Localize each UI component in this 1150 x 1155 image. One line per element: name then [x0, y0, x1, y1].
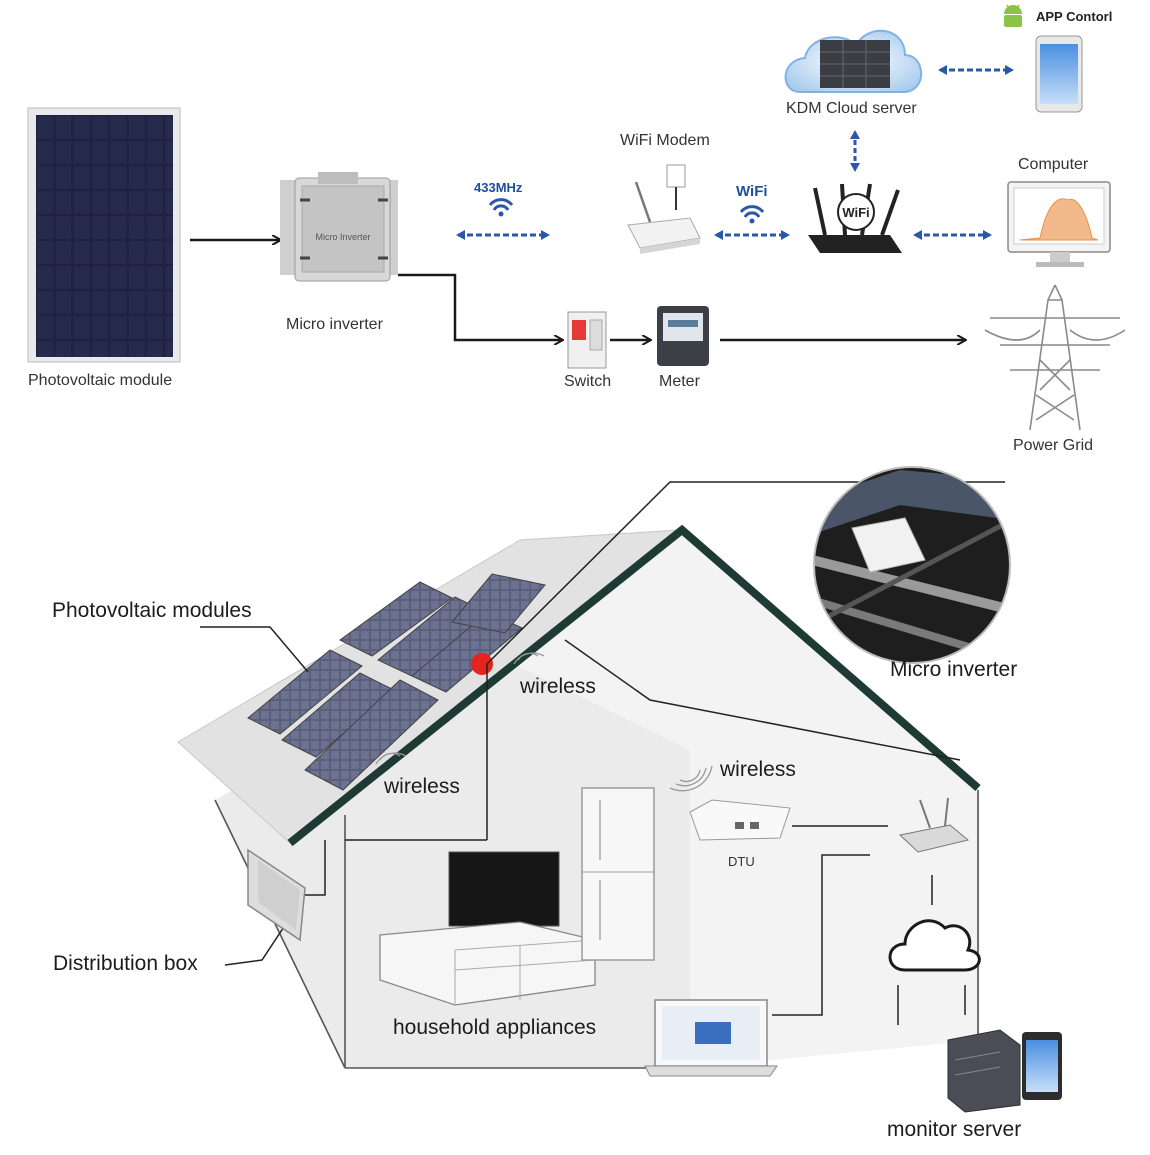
home-router: [898, 797, 970, 853]
pv-modules-label: Photovoltaic modules: [52, 599, 252, 622]
wifi-modem-device: [627, 164, 701, 254]
monitor-server-label: monitor server: [887, 1118, 1022, 1141]
router-badge-label: WiFi: [842, 205, 869, 220]
android-icon: [1004, 4, 1022, 27]
laptop: [644, 999, 778, 1077]
pv-module: [27, 107, 181, 363]
power-grid-label: Power Grid: [1013, 437, 1094, 454]
wireless-label-wall: wireless: [384, 775, 460, 798]
cloud-server-icon: [784, 29, 923, 93]
micro-inverter-device: Micro Inverter: [280, 172, 398, 282]
wifi-signal-icon: [739, 205, 765, 218]
cloud-icon: [888, 919, 981, 972]
switch-label: Switch: [564, 373, 612, 390]
micro-inverter-label: Micro inverter: [286, 316, 383, 333]
rf-link: [456, 198, 550, 240]
wifi-link-label: WiFi: [736, 183, 768, 200]
bottom-micro-inverter-label: Micro inverter: [890, 658, 1018, 681]
pv-module-label: Photovoltaic module: [28, 372, 173, 389]
refrigerator: [581, 787, 655, 961]
app-control-label: APP Contorl: [1036, 9, 1113, 24]
tv-cabinet: [379, 921, 596, 1006]
energy-meter: [657, 306, 709, 366]
wifi-link: [714, 205, 790, 240]
wifi-router-device: WiFi: [808, 183, 902, 253]
micro-inverter-device-text: Micro Inverter: [315, 232, 370, 242]
wireless-label-roof: wireless: [520, 675, 596, 698]
wireless-signal-icons: [375, 652, 713, 792]
dtu-device: [689, 799, 791, 841]
dtu-label: DTU: [728, 854, 755, 869]
cloud-server-label: KDM Cloud server: [786, 100, 917, 117]
television: [448, 851, 560, 932]
computer-monitor: [1007, 181, 1111, 267]
monitor-phone: [1022, 1032, 1062, 1100]
server-tower: [947, 1029, 1021, 1113]
roof-line: [287, 524, 981, 847]
wifi-modem-label: WiFi Modem: [620, 132, 710, 149]
distribution-box: [247, 848, 306, 942]
freq-label: 433MHz: [474, 180, 523, 195]
household-appliances-label: household appliances: [393, 1016, 597, 1039]
distribution-box-label: Distribution box: [53, 952, 198, 975]
phone-app-device: [1035, 35, 1083, 113]
wireless-label-dtu: wireless: [720, 758, 796, 781]
wire-inverter-to-switch: [398, 273, 562, 340]
breaker-switch: [567, 311, 607, 369]
computer-label: Computer: [1018, 156, 1089, 173]
rf-signal-icon: [488, 198, 514, 211]
micro-inverter-marker: [471, 653, 493, 675]
micro-inverter-photo: [813, 466, 1011, 664]
power-grid-tower: [984, 284, 1126, 431]
meter-label: Meter: [659, 373, 700, 390]
roof-solar-panels: [247, 573, 546, 791]
